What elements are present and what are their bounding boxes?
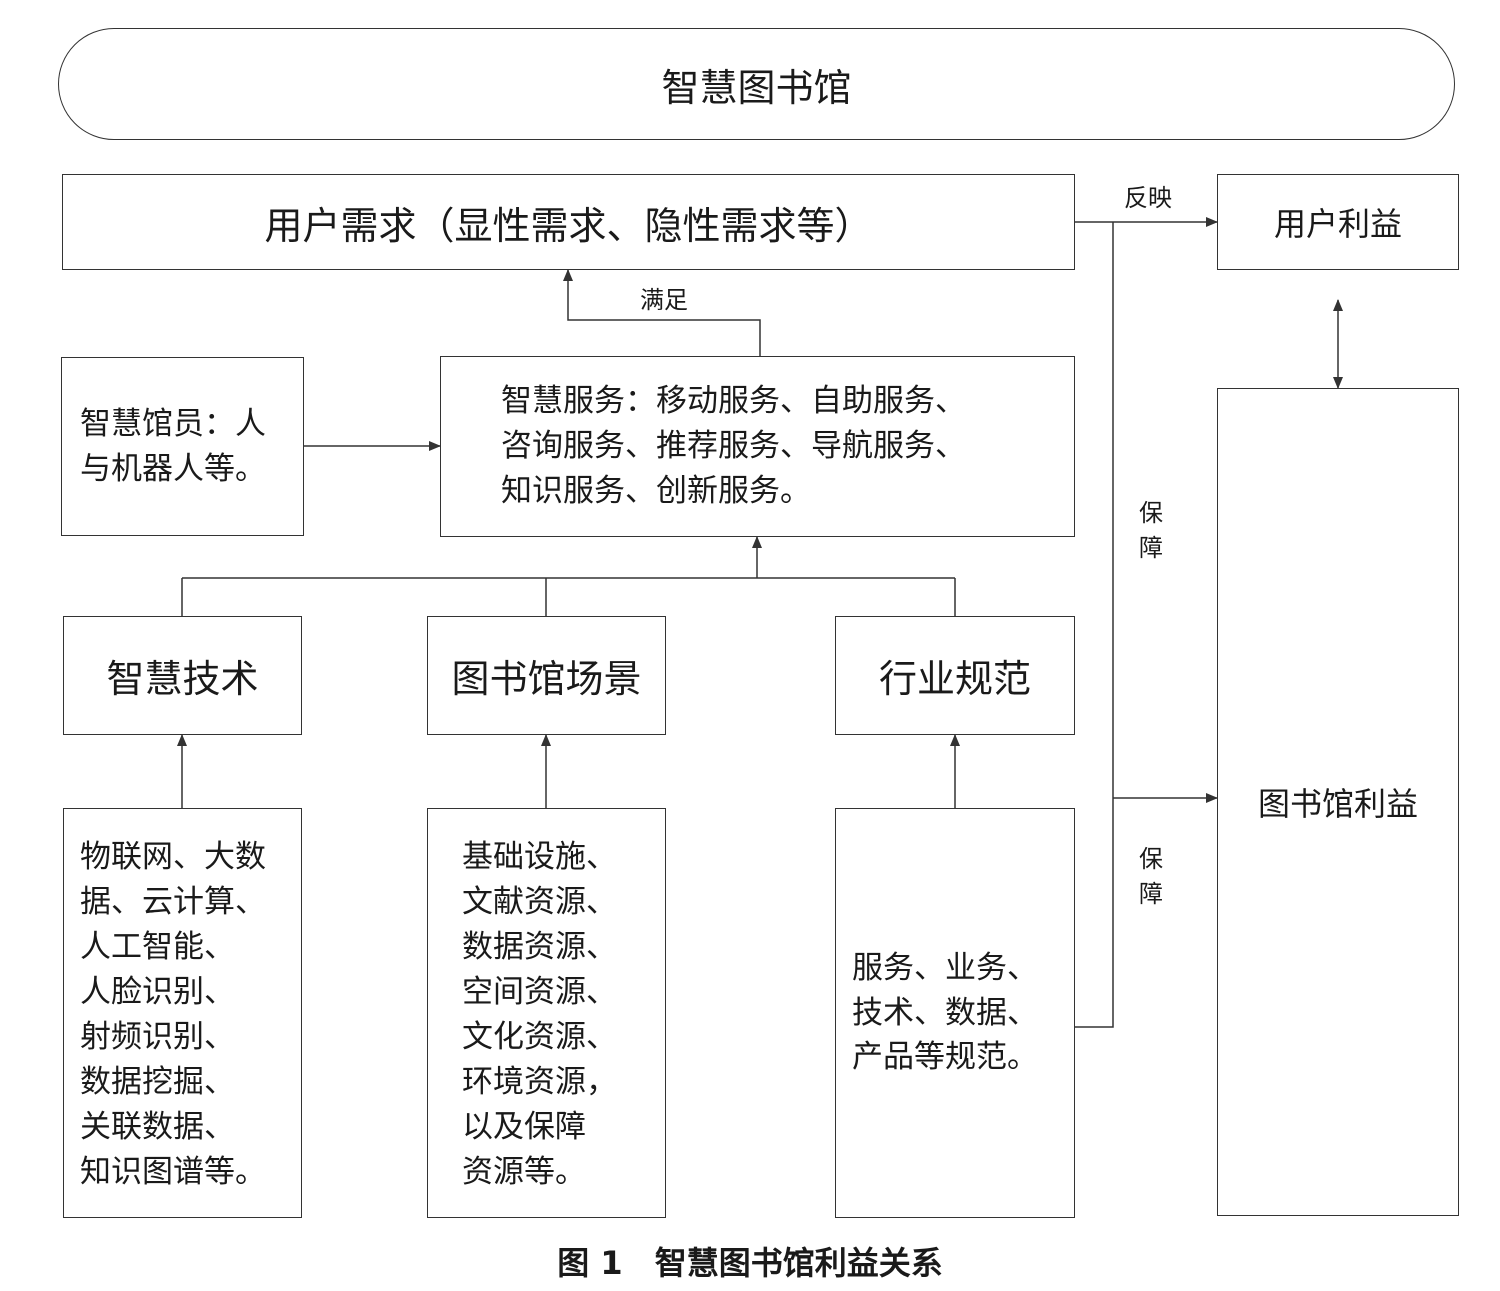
library-scene-title: 图书馆场景 bbox=[451, 657, 642, 701]
library-scene-detail-text: 基础设施、 文献资源、 数据资源、 空间资源、 文化资源、 环境资源， 以及保障… bbox=[462, 839, 617, 1190]
edge-label-reflect: 反映 bbox=[1124, 184, 1172, 212]
edge-label-guarantee-lower: 保 障 bbox=[1139, 845, 1163, 908]
smart-services-box: 智慧服务：移动服务、自助服务、 咨询服务、推荐服务、导航服务、 知识服务、创新服… bbox=[440, 356, 1075, 537]
library-benefit-box: 图书馆利益 bbox=[1217, 388, 1459, 1216]
figure-caption: 图 1 智慧图书馆利益关系 bbox=[557, 1244, 943, 1282]
industry-norms-detail-text: 服务、业务、 技术、数据、 产品等规范。 bbox=[852, 949, 1038, 1076]
user-needs-box: 用户需求（显性需求、隐性需求等） bbox=[62, 174, 1075, 270]
user-benefit-text: 用户利益 bbox=[1273, 205, 1402, 243]
smart-tech-detail-box: 物联网、大数 据、云计算、 人工智能、 人脸识别、 射频识别、 数据挖掘、 关联… bbox=[63, 808, 302, 1218]
industry-norms-detail-box: 服务、业务、 技术、数据、 产品等规范。 bbox=[835, 808, 1075, 1218]
industry-norms-box: 行业规范 bbox=[835, 616, 1075, 735]
edge-label-guarantee-upper: 保 障 bbox=[1139, 499, 1163, 562]
arrow-satisfy bbox=[563, 269, 761, 356]
library-scene-box: 图书馆场景 bbox=[427, 616, 666, 735]
banner-smart-library: 智慧图书馆 bbox=[58, 28, 1455, 140]
industry-norms-title: 行业规范 bbox=[878, 657, 1031, 701]
banner-title: 智慧图书馆 bbox=[661, 65, 852, 110]
smart-services-text: 智慧服务：移动服务、自助服务、 咨询服务、推荐服务、导航服务、 知识服务、创新服… bbox=[501, 383, 966, 509]
librarian-box: 智慧馆员：人 与机器人等。 bbox=[61, 357, 304, 536]
user-benefit-box: 用户利益 bbox=[1217, 174, 1459, 270]
librarian-text: 智慧馆员：人 与机器人等。 bbox=[80, 405, 266, 487]
smart-tech-detail-text: 物联网、大数 据、云计算、 人工智能、 人脸识别、 射频识别、 数据挖掘、 关联… bbox=[80, 839, 266, 1190]
link-norms-trunk bbox=[1075, 222, 1114, 1028]
smart-tech-box: 智慧技术 bbox=[63, 616, 302, 735]
library-scene-detail-box: 基础设施、 文献资源、 数据资源、 空间资源、 文化资源、 环境资源， 以及保障… bbox=[427, 808, 666, 1218]
library-benefit-text: 图书馆利益 bbox=[1257, 785, 1418, 823]
smart-tech-title: 智慧技术 bbox=[106, 657, 259, 701]
user-needs-text: 用户需求（显性需求、隐性需求等） bbox=[264, 203, 873, 248]
edge-label-satisfy: 满足 bbox=[640, 286, 688, 314]
